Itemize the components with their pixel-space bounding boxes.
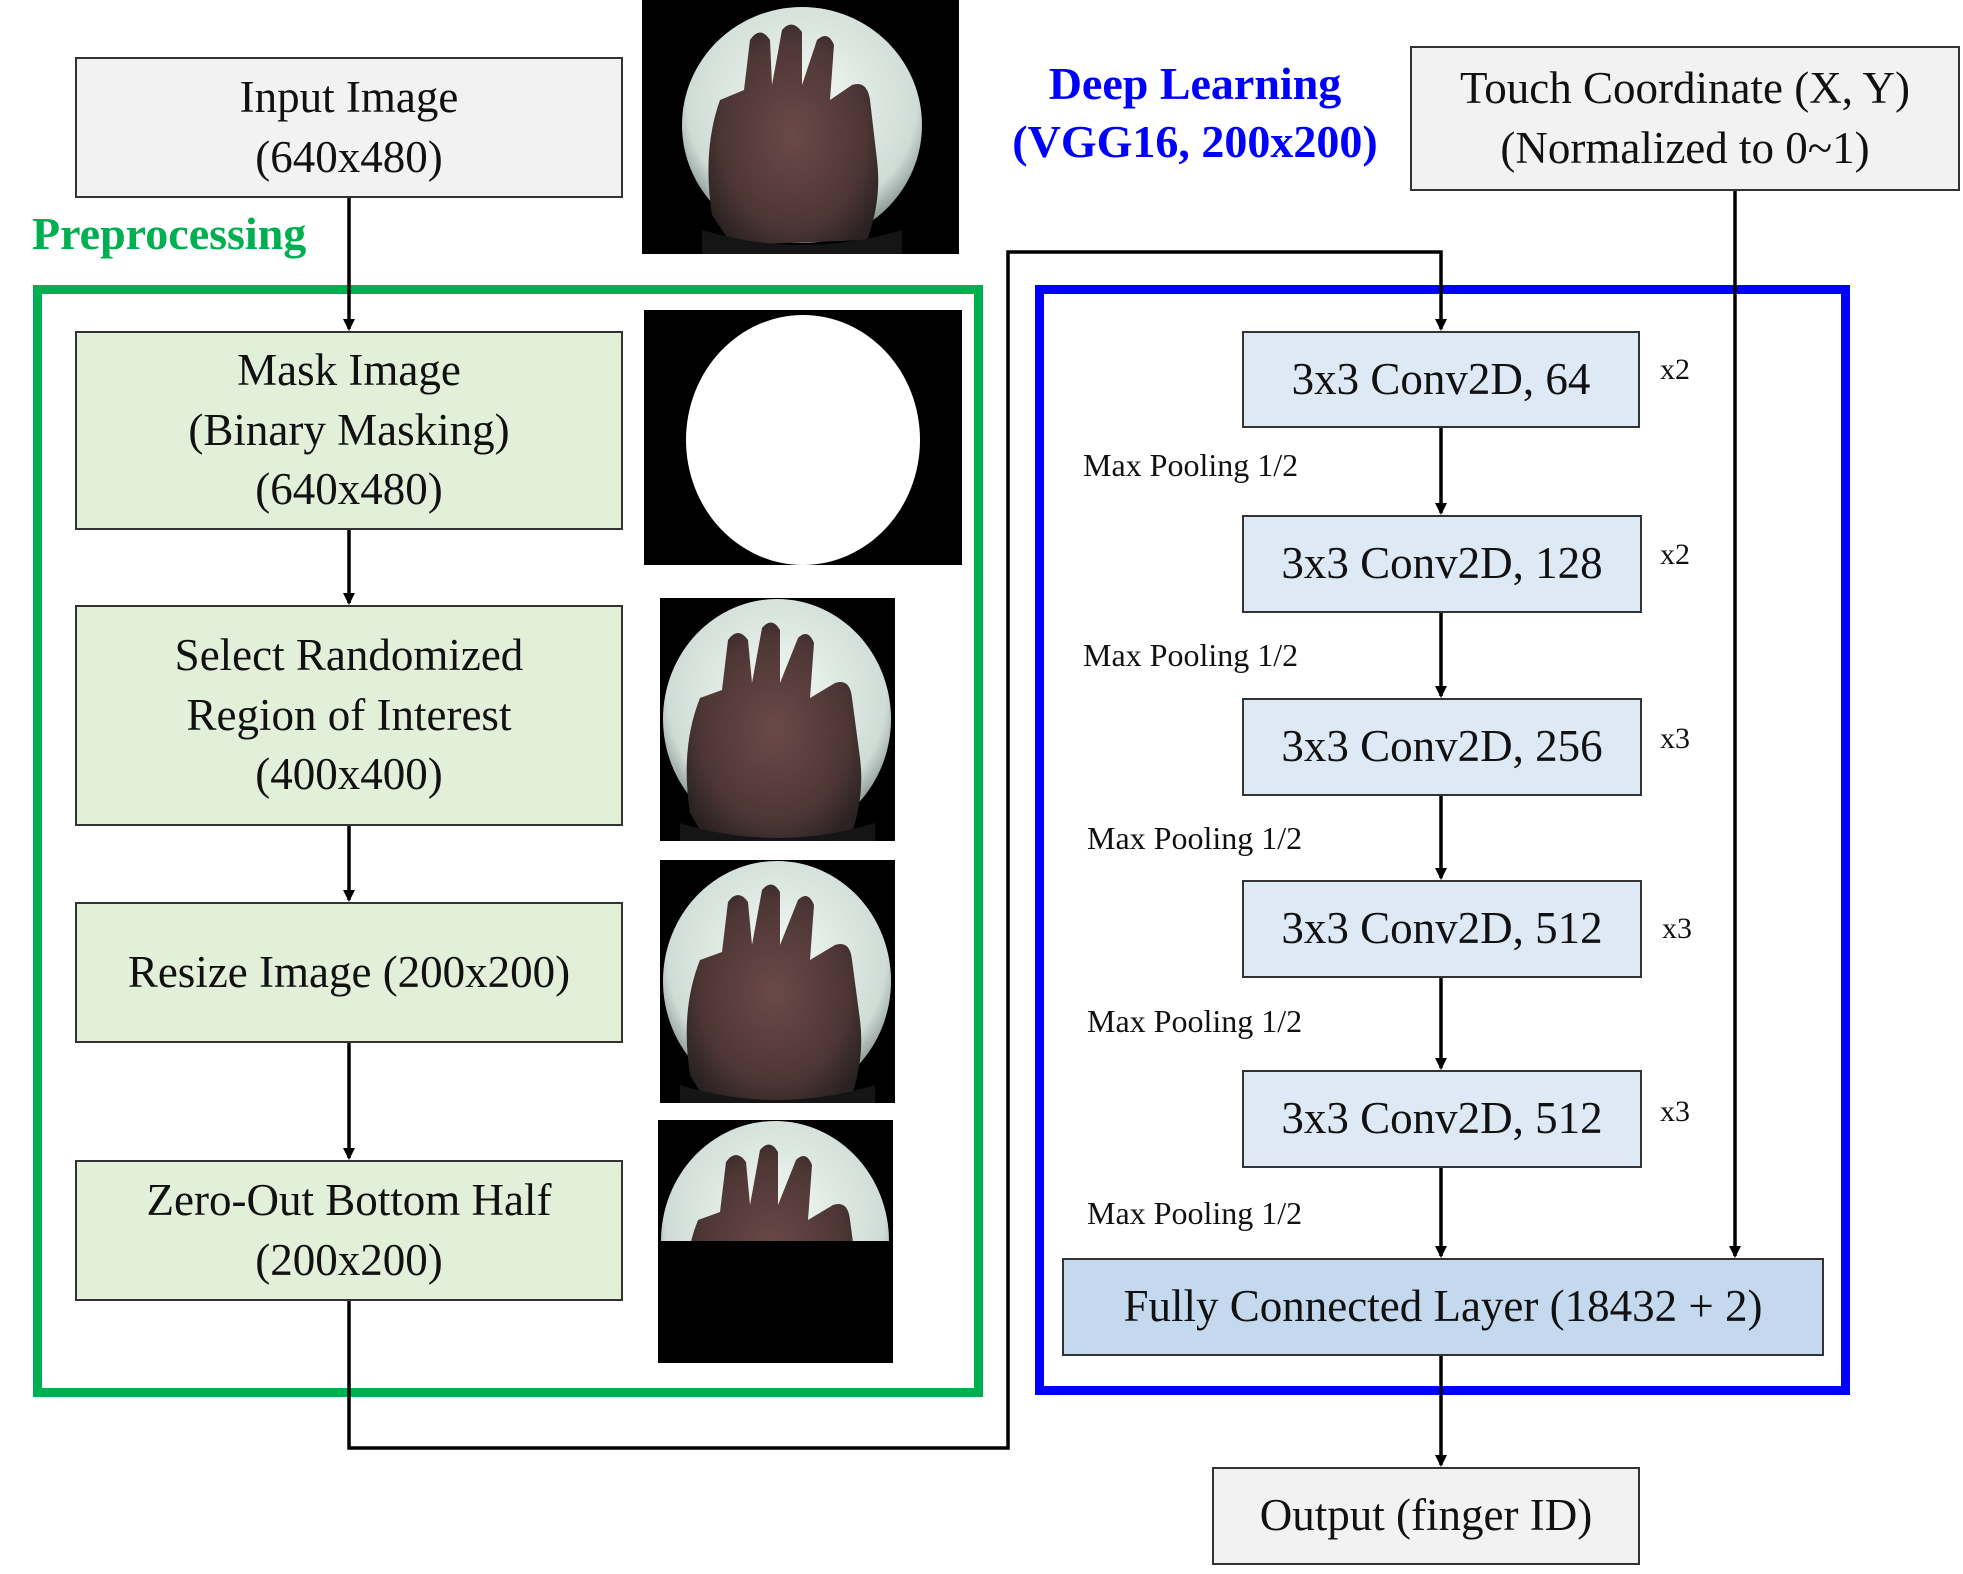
deep-learning-heading-line1: Deep Learning — [1048, 58, 1342, 109]
touch-coordinate-box: Touch Coordinate (X, Y) (Normalized to 0… — [1410, 46, 1960, 191]
conv-block-5-repeat: x3 — [1660, 1095, 1690, 1128]
conv-block-2-label: 3x3 Conv2D, 128 — [1281, 538, 1603, 589]
zero-out-line2: (200x200) — [255, 1234, 443, 1285]
input-image-size: (640x480) — [255, 131, 443, 182]
touch-coordinate-line1: Touch Coordinate (X, Y) — [1459, 62, 1911, 113]
conv-block-4-label: 3x3 Conv2D, 512 — [1281, 903, 1603, 954]
touch-coordinate-line2: (Normalized to 0~1) — [1500, 122, 1870, 173]
preprocessing-heading: Preprocessing — [32, 208, 307, 259]
pooling-label-1: Max Pooling 1/2 — [1083, 447, 1299, 483]
zeroed-bottom-hand-image — [658, 1120, 893, 1363]
select-roi-line2: Region of Interest — [186, 689, 512, 740]
output-box: Output (finger ID) — [1212, 1467, 1640, 1565]
deep-learning-heading: Deep Learning (VGG16, 200x200) — [995, 55, 1395, 170]
input-image-box: Input Image (640x480) — [75, 57, 623, 198]
mask-image-line2: (Binary Masking) — [188, 404, 510, 455]
resize-image-box: Resize Image (200x200) — [75, 902, 623, 1043]
conv-block-2-repeat: x2 — [1660, 538, 1690, 571]
pooling-label-5: Max Pooling 1/2 — [1087, 1195, 1303, 1231]
input-image-title: Input Image — [239, 71, 459, 122]
deep-learning-heading-line2: (VGG16, 200x200) — [1012, 115, 1378, 167]
conv-block-1-label: 3x3 Conv2D, 64 — [1291, 353, 1591, 404]
fully-connected-layer: Fully Connected Layer (18432 + 2) — [1062, 1258, 1824, 1356]
select-roi-box: Select Randomized Region of Interest (40… — [75, 605, 623, 826]
conv-block-2: 3x3 Conv2D, 128 — [1242, 515, 1642, 613]
resize-image-line1: Resize Image (200x200) — [127, 946, 571, 997]
pooling-label-3: Max Pooling 1/2 — [1087, 820, 1303, 856]
select-roi-line3: (400x400) — [255, 749, 443, 800]
conv-block-4-repeat: x3 — [1662, 912, 1692, 945]
output-label: Output (finger ID) — [1259, 1490, 1593, 1541]
conv-block-3: 3x3 Conv2D, 256 — [1242, 698, 1642, 796]
fully-connected-label: Fully Connected Layer (18432 + 2) — [1123, 1281, 1763, 1332]
mask-image-line1: Mask Image — [237, 344, 461, 395]
arrow-zero-to-conv — [347, 250, 1447, 1450]
fisheye-hand-image — [642, 0, 959, 254]
resized-hand-image — [660, 860, 895, 1103]
binary-mask-image — [644, 310, 962, 565]
select-roi-line1: Select Randomized — [174, 629, 524, 680]
conv-block-3-label: 3x3 Conv2D, 256 — [1281, 721, 1603, 772]
conv-block-1-repeat: x2 — [1660, 353, 1690, 386]
conv-block-3-repeat: x3 — [1660, 722, 1690, 755]
zero-out-line1: Zero-Out Bottom Half — [146, 1174, 552, 1225]
conv-block-5: 3x3 Conv2D, 512 — [1242, 1070, 1642, 1168]
conv-block-4: 3x3 Conv2D, 512 — [1242, 880, 1642, 978]
pooling-label-2: Max Pooling 1/2 — [1083, 637, 1299, 673]
mask-image-line3: (640x480) — [255, 464, 443, 515]
mask-image-box: Mask Image (Binary Masking) (640x480) — [75, 331, 623, 530]
conv-block-1: 3x3 Conv2D, 64 — [1242, 331, 1640, 428]
preprocessing-frame — [33, 285, 983, 1397]
conv-block-5-label: 3x3 Conv2D, 512 — [1281, 1093, 1603, 1144]
roi-hand-image — [660, 598, 895, 841]
pooling-label-4: Max Pooling 1/2 — [1087, 1003, 1303, 1039]
zero-out-box: Zero-Out Bottom Half (200x200) — [75, 1160, 623, 1301]
